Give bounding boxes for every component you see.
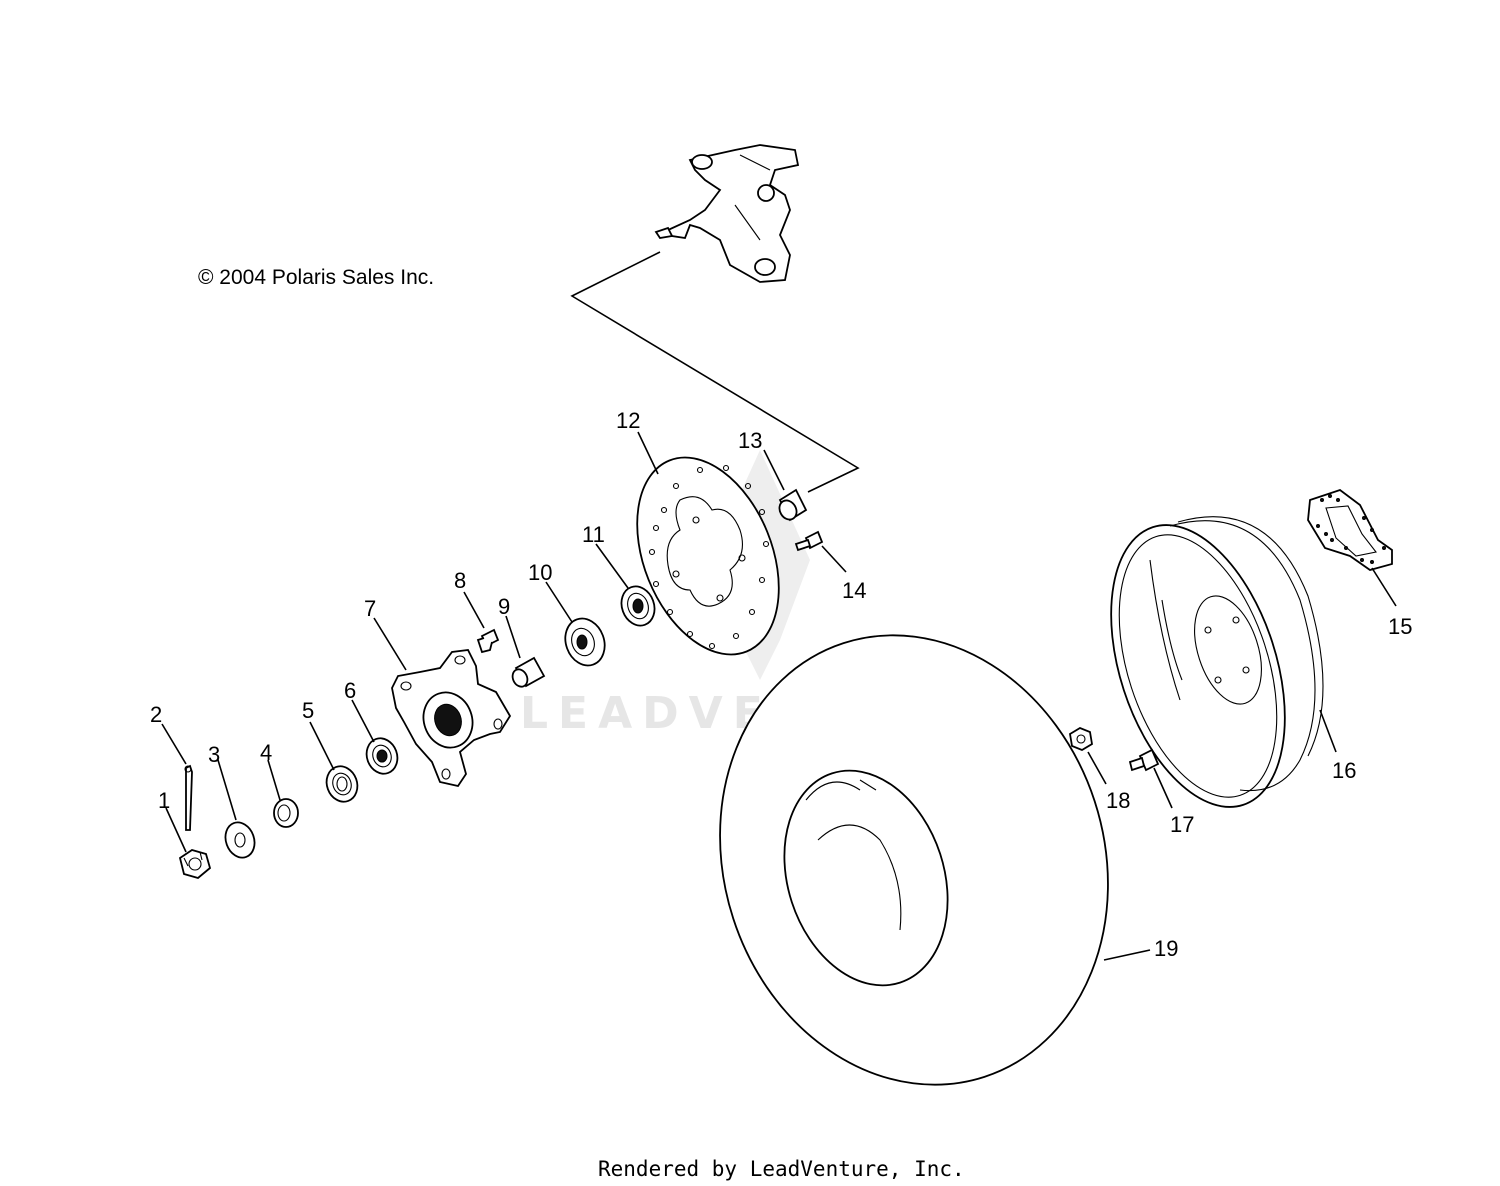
part-label-14: 14	[842, 578, 866, 603]
wheel-hub[interactable]	[391, 649, 512, 788]
part-label-11: 11	[582, 522, 605, 547]
bearing-outer[interactable]	[559, 613, 611, 671]
copyright-text: © 2004 Polaris Sales Inc.	[198, 266, 434, 289]
brake-disc[interactable]	[610, 437, 806, 676]
part-label-9: 9	[498, 594, 510, 619]
part-label-3: 3	[208, 742, 220, 767]
lug-nut[interactable]	[1069, 726, 1093, 752]
part-label-5: 5	[302, 698, 314, 723]
part-label-8: 8	[454, 568, 466, 593]
cotter-pin[interactable]	[184, 764, 193, 831]
spacer[interactable]	[273, 798, 299, 828]
part-label-7: 7	[364, 596, 376, 621]
part-label-16: 16	[1332, 758, 1356, 783]
tire[interactable]	[663, 584, 1165, 1135]
castle-nut[interactable]	[178, 849, 212, 879]
seal[interactable]	[322, 762, 363, 806]
part-label-4: 4	[260, 740, 272, 765]
outer-seal[interactable]	[616, 582, 660, 631]
part-label-13: 13	[738, 428, 762, 453]
steering-knuckle[interactable]	[654, 144, 800, 283]
bearing-inner[interactable]	[362, 734, 403, 778]
bushing[interactable]	[510, 656, 546, 689]
part-label-19: 19	[1154, 936, 1178, 961]
wheel-gasket[interactable]	[1307, 488, 1393, 571]
footer-text: Rendered by LeadVenture, Inc.	[598, 1157, 965, 1181]
part-label-6: 6	[344, 678, 356, 703]
disc-bolt[interactable]	[794, 530, 824, 552]
disc-holes	[648, 464, 770, 650]
washer[interactable]	[221, 818, 260, 861]
part-labels: 1 2 3 4 5 6 7 8 9 10 11 12 13 14 15 16 1…	[150, 408, 1412, 961]
leader-lines	[161, 431, 1397, 961]
part-label-15: 15	[1388, 614, 1412, 639]
part-label-2: 2	[150, 702, 162, 727]
spindle-spacer[interactable]	[776, 488, 808, 523]
part-label-10: 10	[528, 560, 552, 585]
part-label-18: 18	[1106, 788, 1130, 813]
valve-stem[interactable]	[1128, 748, 1160, 772]
part-label-1: 1	[158, 788, 170, 813]
part-label-17: 17	[1170, 812, 1194, 837]
part-label-12: 12	[616, 408, 640, 433]
wheel-stud[interactable]	[476, 628, 500, 654]
gasket-dots	[1316, 494, 1386, 564]
wheel-rim[interactable]	[1079, 503, 1324, 829]
spindle-line	[570, 251, 860, 493]
